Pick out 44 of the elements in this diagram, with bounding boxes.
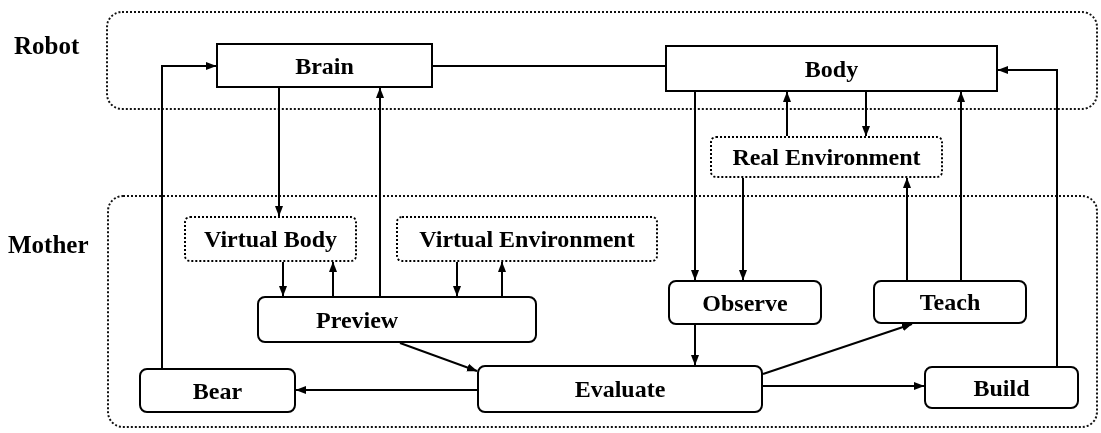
- arrow: [275, 87, 283, 217]
- arrow: [376, 87, 384, 297]
- arrow: [903, 177, 911, 281]
- box-label: Real Environment: [732, 143, 921, 171]
- arrow: [279, 261, 287, 297]
- group-label: Robot: [14, 31, 80, 61]
- box-label: Virtual Body: [203, 225, 338, 253]
- process-box: [873, 280, 1027, 324]
- process-box: [668, 280, 822, 325]
- arrow: [691, 324, 699, 366]
- box-label: Body: [804, 54, 859, 83]
- process-box: [710, 136, 943, 178]
- arrow: [762, 323, 913, 375]
- process-box: [924, 366, 1079, 409]
- process-box: [665, 45, 998, 92]
- group-label: Mother: [8, 230, 89, 260]
- arrow: [997, 66, 1058, 367]
- process-box: [139, 368, 296, 413]
- arrow: [691, 91, 699, 281]
- box-label: Observe: [702, 288, 788, 317]
- arrow: [739, 177, 747, 281]
- arrow: [783, 91, 791, 137]
- arrow: [295, 386, 478, 394]
- process-box: [396, 216, 658, 262]
- box-label: Bear: [192, 376, 243, 405]
- box-label: Build: [973, 373, 1030, 402]
- arrow: [762, 382, 925, 390]
- process-box: [477, 365, 763, 413]
- arrow: [329, 261, 337, 297]
- arrow: [453, 261, 461, 297]
- arrow: [957, 91, 965, 281]
- arrow: [161, 62, 217, 369]
- box-label: Virtual Environment: [419, 225, 635, 253]
- arrow: [399, 342, 478, 372]
- process-box: [257, 296, 537, 343]
- box-label: Preview: [316, 305, 399, 334]
- box-label: Teach: [919, 288, 981, 316]
- box-label: Evaluate: [574, 375, 666, 403]
- process-box: [216, 43, 433, 88]
- arrow: [498, 261, 506, 297]
- arrow: [862, 91, 870, 137]
- box-label: Brain: [295, 51, 354, 80]
- process-box: [184, 216, 357, 262]
- connector-line: [432, 65, 666, 67]
